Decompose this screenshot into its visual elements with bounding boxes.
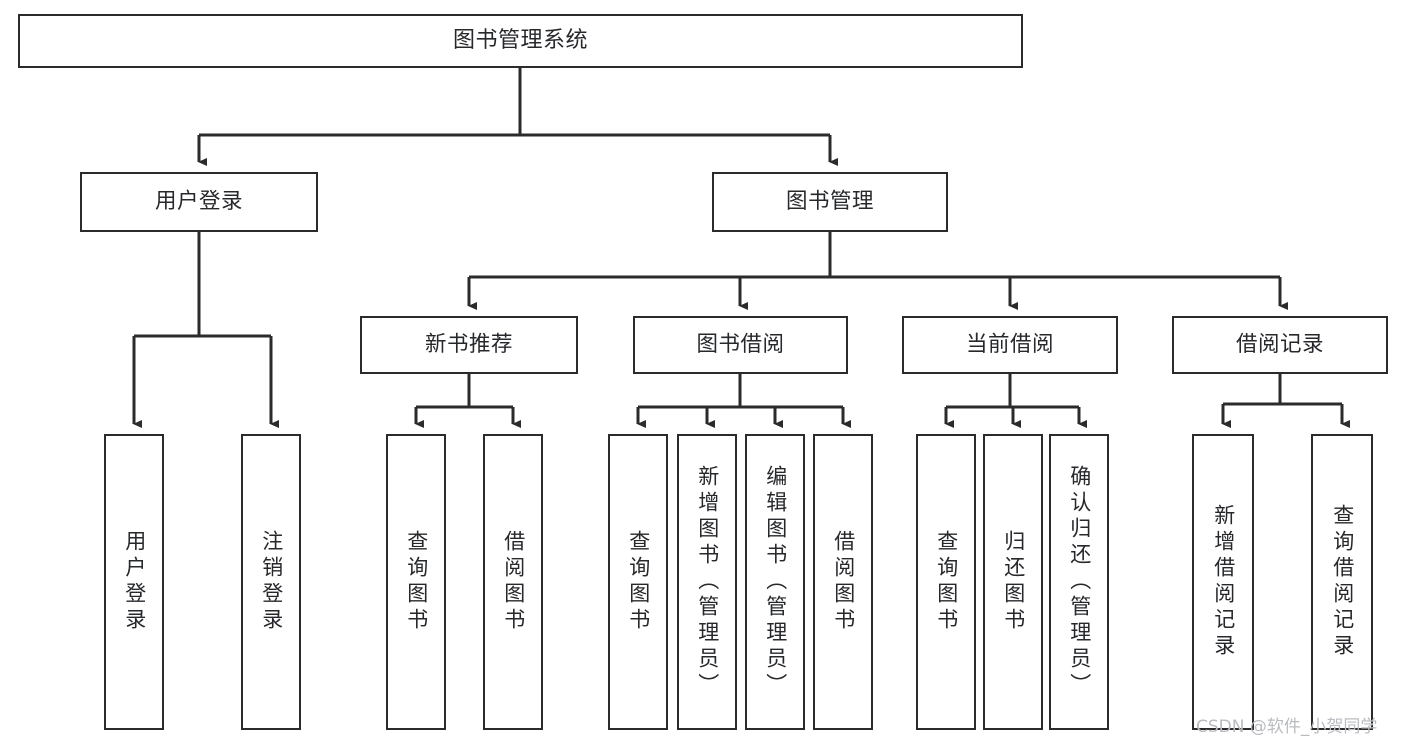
node-borrow-record-label: 借阅记录 [1235,331,1324,357]
node-leaf-user-login-label: 用户登录 [122,530,147,634]
node-leaf-edit-book-admin-label: 编辑图书（管理员） [763,465,788,699]
node-leaf-borrow-book-label: 借阅图书 [831,530,856,634]
node-root[interactable]: 图书管理系统 [18,14,1023,68]
node-book-management[interactable]: 图书管理 [712,172,948,232]
node-current-borrow[interactable]: 当前借阅 [902,316,1118,374]
node-root-label: 图书管理系统 [452,27,588,53]
node-leaf-user-login[interactable]: 用户登录 [104,434,164,730]
node-leaf-borrow-book-recommend-label: 借阅图书 [501,530,526,634]
node-current-borrow-label: 当前借阅 [965,331,1054,357]
node-borrow-record[interactable]: 借阅记录 [1172,316,1388,374]
node-leaf-return-book-label: 归还图书 [1001,530,1026,634]
node-leaf-query-borrow-record[interactable]: 查询借阅记录 [1311,434,1373,730]
node-user-login[interactable]: 用户登录 [80,172,318,232]
connector-group-user-login [132,232,279,428]
node-leaf-query-book-current[interactable]: 查询图书 [916,434,976,730]
connector-group-book-management [467,232,1288,310]
node-leaf-add-book-admin[interactable]: 新增图书（管理员） [677,434,737,730]
node-leaf-query-book-recommend[interactable]: 查询图书 [386,434,446,730]
connector-group-borrow-record [1221,374,1350,428]
connector-group-book-borrow [636,374,851,428]
node-leaf-add-borrow-record-label: 新增借阅记录 [1211,504,1236,660]
node-leaf-query-book-current-label: 查询图书 [934,530,959,634]
node-new-book-recommend[interactable]: 新书推荐 [360,316,578,374]
node-leaf-query-borrow-record-label: 查询借阅记录 [1330,504,1355,660]
node-leaf-add-borrow-record[interactable]: 新增借阅记录 [1192,434,1254,730]
node-leaf-query-book-borrow[interactable]: 查询图书 [608,434,668,730]
node-book-borrow-label: 图书借阅 [696,331,785,357]
node-user-login-label: 用户登录 [154,188,243,214]
node-leaf-borrow-book[interactable]: 借阅图书 [813,434,873,730]
node-book-borrow[interactable]: 图书借阅 [633,316,848,374]
node-leaf-borrow-book-recommend[interactable]: 借阅图书 [483,434,543,730]
node-new-book-recommend-label: 新书推荐 [424,331,513,357]
node-leaf-return-book[interactable]: 归还图书 [983,434,1043,730]
connector-group-new-book-recommend [414,374,521,428]
node-book-management-label: 图书管理 [785,188,874,214]
node-leaf-confirm-return-admin-label: 确认归还（管理员） [1067,465,1092,699]
node-leaf-confirm-return-admin[interactable]: 确认归还（管理员） [1049,434,1109,730]
connector-group-current-borrow [944,374,1087,428]
node-leaf-query-book-borrow-label: 查询图书 [626,530,651,634]
node-leaf-query-book-recommend-label: 查询图书 [404,530,429,634]
watermark: CSDN @软件_小贺同学 [1196,717,1378,737]
node-leaf-add-book-admin-label: 新增图书（管理员） [695,465,720,699]
node-leaf-user-logout[interactable]: 注销登录 [241,434,301,730]
connector-group-root [197,68,838,166]
node-leaf-user-logout-label: 注销登录 [259,530,284,634]
node-leaf-edit-book-admin[interactable]: 编辑图书（管理员） [745,434,805,730]
